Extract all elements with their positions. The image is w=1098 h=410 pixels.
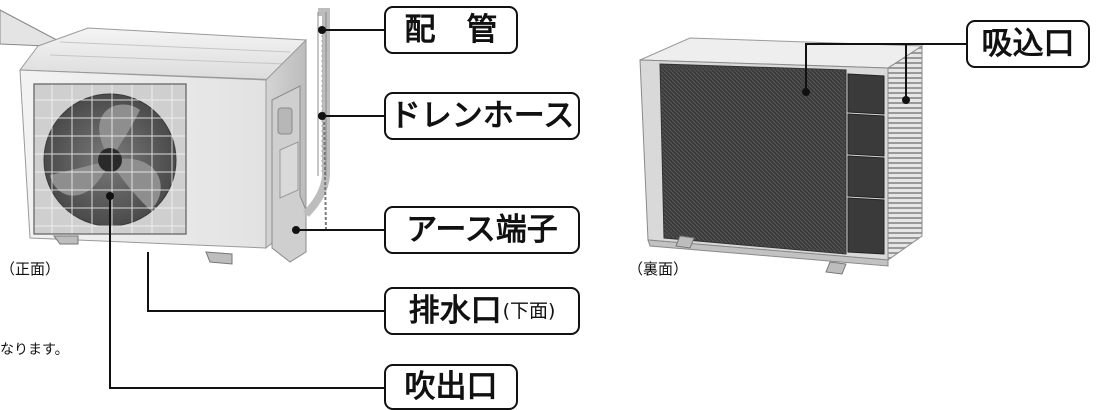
leader-lines	[109, 29, 968, 389]
label-drain-outlet-text: 排水口	[408, 292, 502, 329]
label-air-outlet-text: 吹出口	[404, 368, 498, 405]
label-earth-terminal: アース端子	[384, 206, 580, 254]
label-piping-text: 配 管	[404, 11, 498, 48]
caption-back: （裏面）	[628, 260, 689, 278]
label-drain-hose: ドレンホース	[384, 92, 580, 140]
back-outdoor-unit	[639, 37, 924, 275]
pipe-and-hose	[303, 8, 330, 233]
leader-dots	[106, 26, 910, 234]
label-air-inlet: 吸込口	[966, 20, 1090, 68]
label-drain-outlet-sub: (下面)	[502, 299, 556, 322]
label-drain-outlet: 排水口(下面)	[384, 287, 580, 335]
callout-pointer	[0, 9, 71, 48]
label-drain-hose-text: ドレンホース	[389, 97, 575, 134]
label-air-inlet-text: 吸込口	[981, 25, 1075, 62]
label-earth-terminal-text: アース端子	[406, 211, 558, 248]
label-piping: 配 管	[384, 6, 518, 54]
caption-front: （正面）	[0, 260, 61, 278]
front-outdoor-unit	[0, 9, 307, 265]
label-air-outlet: 吹出口	[384, 364, 518, 410]
note-text: なります。	[0, 342, 69, 358]
